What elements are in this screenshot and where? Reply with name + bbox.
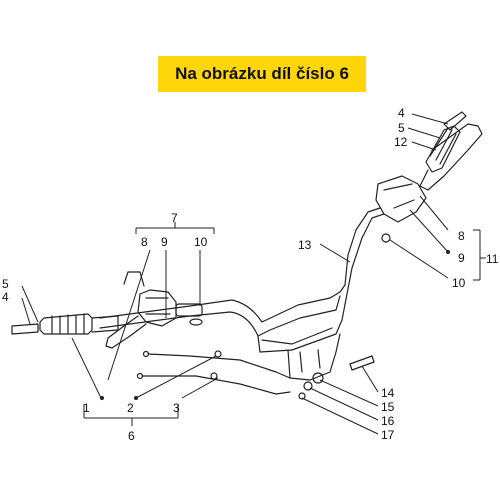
right-brake-lever <box>419 123 483 191</box>
bolt-14 <box>349 355 375 371</box>
left-master-cylinder <box>137 289 177 327</box>
banner-text: Na obrázku díl číslo 6 <box>175 64 349 83</box>
callout-5-left: 5 <box>2 277 9 291</box>
callout-5-top: 5 <box>398 121 405 135</box>
callout-8-left: 8 <box>141 235 148 249</box>
left-clamp <box>175 303 203 317</box>
callout-14: 14 <box>381 386 395 400</box>
handlebar-tube <box>99 207 381 323</box>
nut-17 <box>298 392 306 400</box>
right-grip <box>425 125 461 173</box>
cable-1 <box>147 353 291 379</box>
callout-6: 6 <box>128 429 135 443</box>
right-lever-bracket <box>375 175 427 223</box>
left-bar-end <box>11 323 39 335</box>
left-brake-lever <box>105 315 147 349</box>
callout-3: 3 <box>173 401 180 415</box>
left-reservoir <box>123 271 145 287</box>
left-grip <box>39 313 93 335</box>
callout-4-top: 4 <box>398 106 405 120</box>
callout-9-right: 9 <box>458 251 465 265</box>
right-bar-end <box>443 111 467 131</box>
callout-16: 16 <box>381 414 395 428</box>
handlebar-tube-lower <box>99 213 385 353</box>
callout-8-right: 8 <box>458 229 465 243</box>
callout-10-right: 10 <box>452 276 466 290</box>
callout-13: 13 <box>298 238 312 252</box>
nut-16 <box>303 381 313 391</box>
handlebar-center-body <box>257 295 341 337</box>
callout-2: 2 <box>127 401 134 415</box>
washer-15 <box>312 372 324 384</box>
screw-10-left <box>189 318 203 326</box>
callout-15: 15 <box>381 400 395 414</box>
callout-11: 11 <box>486 252 499 266</box>
callout-1: 1 <box>83 401 90 415</box>
screw-10-right <box>381 233 391 243</box>
part-number-banner: Na obrázku díl číslo 6 <box>158 56 366 92</box>
callout-10-left: 10 <box>194 235 208 249</box>
stem-clamp <box>287 333 341 381</box>
callout-9-left: 9 <box>161 235 168 249</box>
callout-7: 7 <box>171 211 178 225</box>
callout-17: 17 <box>381 428 395 442</box>
callout-12: 12 <box>394 135 408 149</box>
callout-4-left: 4 <box>2 290 9 304</box>
